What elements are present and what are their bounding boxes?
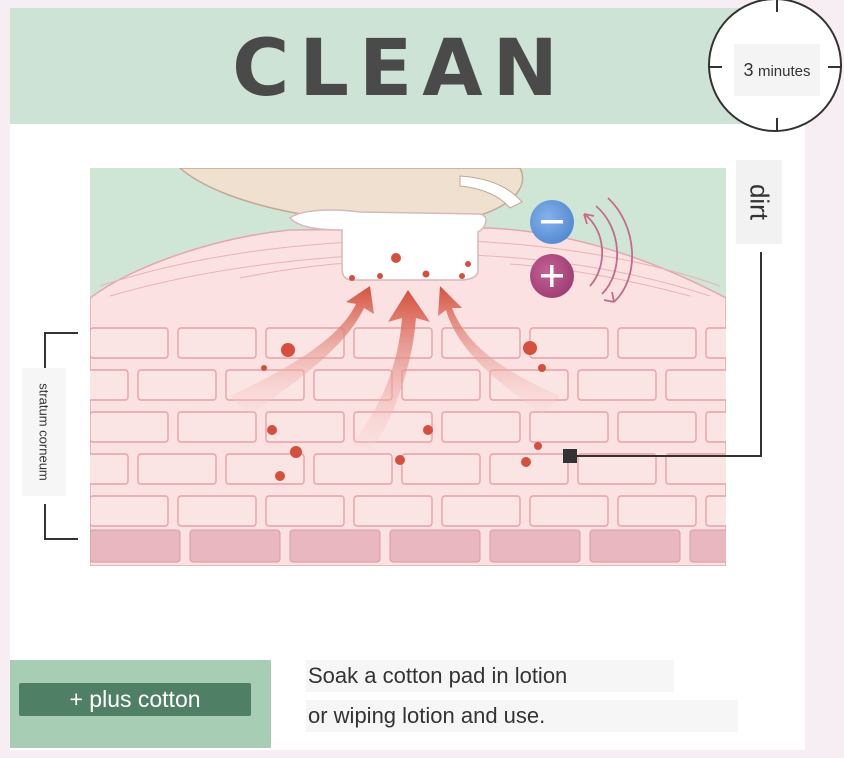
skin-cell (225, 453, 305, 485)
dirt-marker (563, 449, 577, 463)
skin-cell (177, 495, 257, 527)
instruction-line-1: Soak a cotton pad in lotion (306, 660, 674, 692)
skin-cell (441, 495, 521, 527)
basal-cell (289, 529, 381, 563)
dirt-leader-line (575, 455, 762, 457)
pad-dirt (377, 273, 383, 279)
ion-attraction-arrows-icon (583, 197, 633, 303)
plus-cotton-tag: + plus cotton (19, 683, 251, 716)
skin-cell (401, 369, 481, 401)
timer-unit: minutes (757, 63, 811, 80)
basal-cell (389, 529, 481, 563)
pad-dirt (391, 253, 401, 263)
stratum-corneum-label: stratum corneum (36, 383, 52, 481)
skin-cell (705, 327, 726, 359)
dirt-label: dirt (744, 183, 775, 221)
basal-cell (189, 529, 281, 563)
basal-cell (689, 529, 726, 563)
skin-cell (529, 495, 609, 527)
cotton-pad-icon (288, 209, 487, 281)
skin-cell (90, 495, 169, 527)
pad-dirt (349, 275, 355, 281)
skin-cell (617, 495, 697, 527)
dirt-leader-line (760, 252, 762, 456)
skin-cell (441, 411, 521, 443)
plus-ion-icon (530, 254, 574, 298)
skin-cell (313, 369, 393, 401)
bracket-side-bottom (44, 504, 46, 540)
bracket-side-top (44, 332, 46, 368)
skin-cell (353, 495, 433, 527)
page-title: CLEAN (232, 24, 568, 114)
skin-cell (577, 369, 657, 401)
skin-cell (529, 411, 609, 443)
skin-cell (665, 369, 726, 401)
skin-cell (90, 369, 129, 401)
skin-cell (401, 453, 481, 485)
timer-duration: 3 (743, 60, 754, 80)
basal-cell (90, 529, 181, 563)
skin-cell (313, 453, 393, 485)
stratum-corneum-label-box (22, 368, 66, 496)
skin-cell (705, 495, 726, 527)
skin-cell (665, 453, 726, 485)
sleeve-cuff (459, 175, 523, 209)
instruction-line-2: or wiping lotion and use. (306, 700, 738, 732)
arrow-up-icon (230, 286, 560, 450)
skin-cell (617, 411, 697, 443)
timer-tick-right (828, 66, 842, 68)
skin-cell (90, 327, 169, 359)
timer-tick-bottom (776, 118, 778, 132)
skin-cell (577, 453, 657, 485)
bracket-top (44, 332, 78, 334)
basal-cell (589, 529, 681, 563)
skin-cell (705, 411, 726, 443)
skin-cleaning-illustration (90, 168, 726, 566)
skin-cell (177, 411, 257, 443)
skin-cell (177, 327, 257, 359)
dirt-particles (261, 341, 546, 481)
timer-tick-top (776, 0, 778, 12)
pad-dirt (459, 273, 465, 279)
skin-cell (90, 411, 169, 443)
basal-cell (489, 529, 581, 563)
timer-clock-icon: 3 minutes (708, 0, 842, 132)
skin-cell (489, 453, 569, 485)
skin-cell (265, 495, 345, 527)
title-banner (10, 8, 758, 124)
bracket-bottom (44, 538, 78, 540)
skin-cell (90, 453, 129, 485)
dirt-label-box (736, 160, 782, 244)
minus-ion-icon (530, 200, 574, 244)
skin-cell (265, 411, 345, 443)
pad-dirt (422, 270, 430, 278)
skin-cell (617, 327, 697, 359)
timer-label: 3 minutes (734, 44, 820, 96)
timer-tick-left (708, 66, 722, 68)
skin-cell (353, 327, 433, 359)
skin-cell (137, 453, 217, 485)
pad-dirt (465, 261, 471, 267)
skin-cell (529, 327, 609, 359)
skin-cell (137, 369, 217, 401)
